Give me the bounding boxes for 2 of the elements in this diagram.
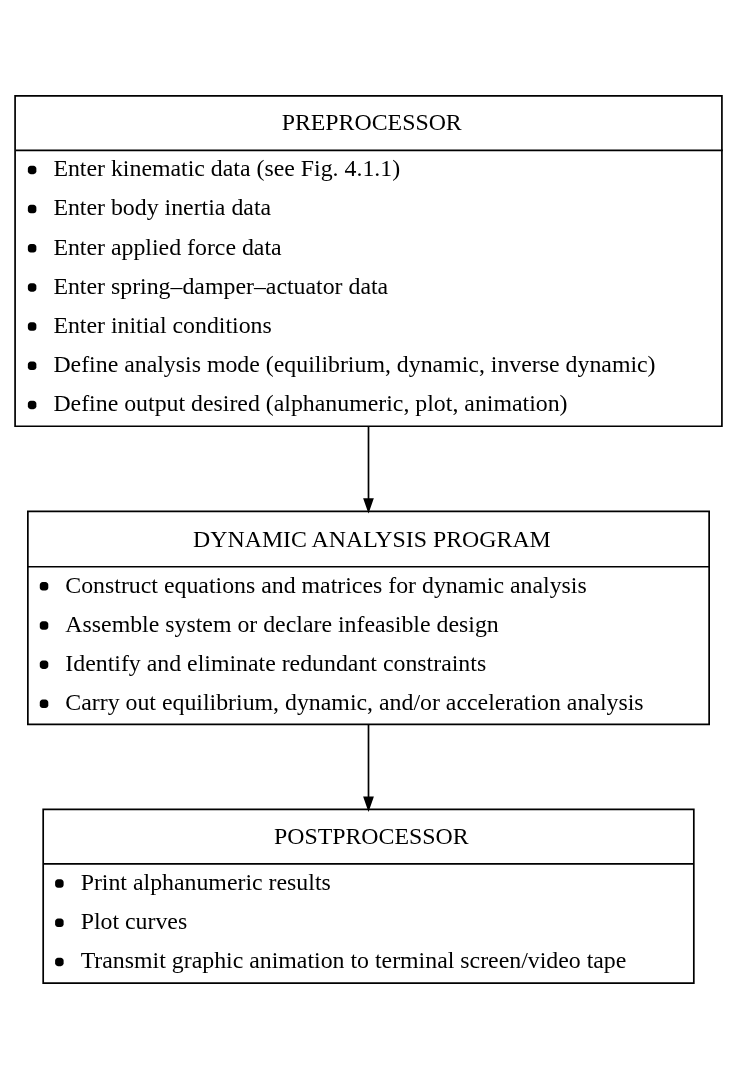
arrow [363, 723, 374, 812]
arrow [363, 425, 374, 514]
